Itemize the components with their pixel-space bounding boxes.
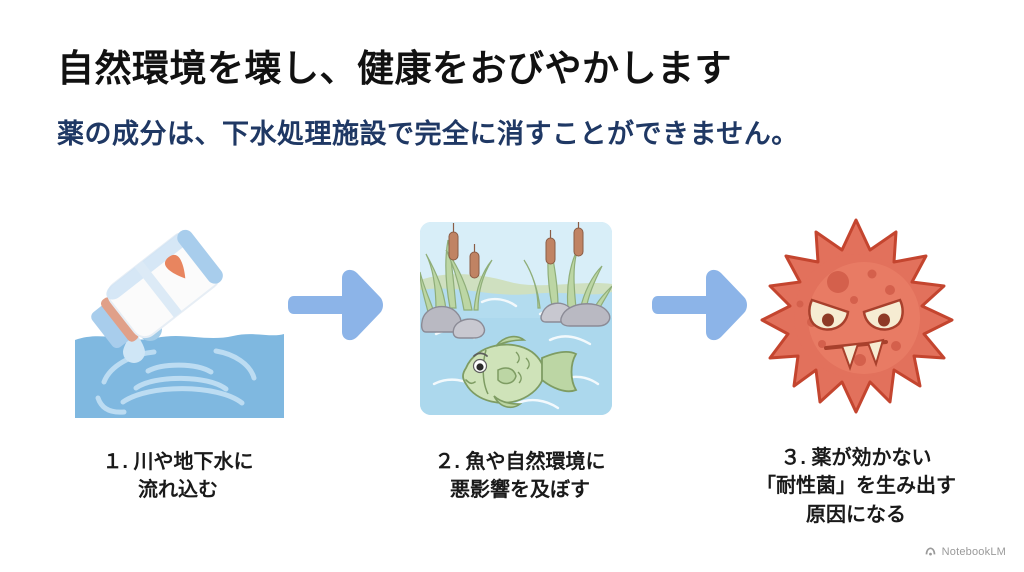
notebooklm-logo-svg (925, 547, 935, 556)
arrow-right-icon-2 (652, 266, 750, 344)
notebooklm-label: NotebookLM (941, 545, 1006, 558)
notebooklm-logo-icon (924, 545, 937, 558)
fish-tail (541, 351, 578, 393)
step-2-caption: ２. 魚や自然環境に 悪影響を及ぼす (370, 448, 670, 505)
step-3-caption-line-2: 「耐性菌」を生み出す (756, 475, 956, 498)
bottle-neck-ring (100, 297, 139, 342)
illustration-medicine-bottle-water (28, 212, 328, 430)
notebooklm-watermark: NotebookLM (924, 545, 1006, 558)
reeds-left (420, 223, 493, 313)
step-2-caption-line-2: 悪影響を及ぼす (450, 479, 590, 502)
fish-ventral-fin (493, 395, 523, 409)
step-1-caption-line-1: １. 川や地下水に (102, 451, 254, 473)
medicine-bottle-water-svg (75, 229, 284, 418)
bottle-stripe (134, 261, 182, 318)
step-1-caption-line-2: 流れ込む (138, 479, 218, 502)
germ (760, 218, 954, 414)
germ-pupil-left (822, 313, 834, 327)
rocks-right (540, 302, 611, 327)
illustration-angry-germ (706, 212, 1006, 430)
arrow-right-2-svg (652, 269, 747, 341)
page-subtitle: 薬の成分は、下水処理施設で完全に消すことができません。 (57, 119, 799, 149)
germ-fang-right (866, 338, 885, 368)
arrow-shape (652, 269, 747, 341)
bottle-cap (91, 304, 131, 349)
fish-mouth (465, 379, 476, 385)
medicine-bottle (91, 229, 223, 349)
arrow-shape (288, 269, 383, 341)
germ-pupil-right (878, 313, 890, 327)
bottle-base (177, 229, 223, 284)
step-3-caption-line-1: ３. 薬が効かない (780, 447, 932, 469)
pond-scene-frame (420, 222, 612, 415)
step-1-caption: １. 川や地下水に 流れ込む (28, 448, 328, 505)
step-2: ２. 魚や自然環境に 悪影響を及ぼす (370, 212, 670, 505)
step-1: １. 川や地下水に 流れ込む (28, 212, 328, 505)
rocks-left (420, 305, 486, 339)
fish (462, 335, 578, 409)
cattail-heads-left (448, 223, 480, 279)
step-3-caption-line-3: 原因になる (806, 503, 906, 526)
fish-pectoral-fin (497, 367, 517, 385)
arrow-right-icon-1 (288, 266, 386, 344)
bottle-body-highlight (106, 231, 191, 300)
step-3: ３. 薬が効かない 「耐性菌」を生み出す 原因になる (706, 212, 1006, 529)
fish-dorsal-fin (495, 335, 527, 347)
step-2-caption-line-1: ２. 魚や自然環境に (434, 451, 606, 473)
step-3-caption: ３. 薬が効かない 「耐性菌」を生み出す 原因になる (706, 444, 1006, 529)
fish-pupil (476, 363, 484, 371)
fish-scales (515, 351, 530, 384)
reeds-right (523, 222, 612, 313)
pond-scene-svg (420, 222, 612, 415)
cattail-heads-right (545, 222, 584, 265)
fish-eyebrow (473, 352, 488, 357)
page-title: 自然環境を壊し、健康をおびやかします (57, 48, 732, 89)
pill-icon (165, 254, 186, 279)
germ-fang-left (840, 342, 860, 372)
illustration-pond-fish (370, 212, 670, 430)
water-ripples (95, 348, 257, 415)
arrow-right-1-svg (288, 269, 383, 341)
germ-svg (760, 218, 954, 414)
